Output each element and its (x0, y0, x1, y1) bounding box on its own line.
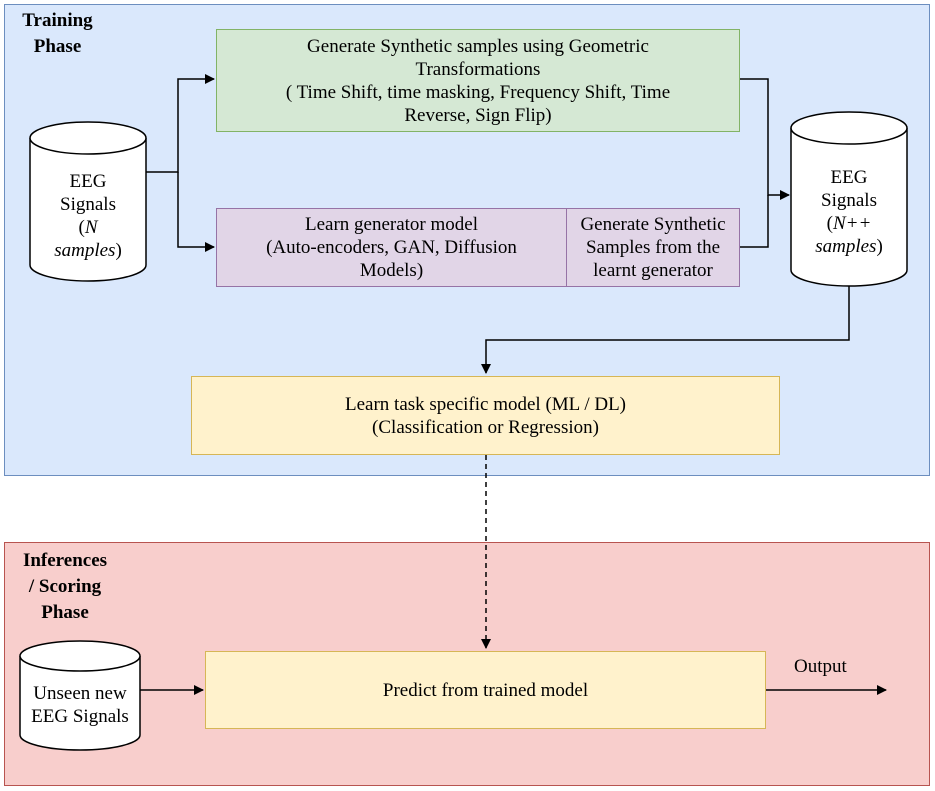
inference-title-line: / Scoring (28, 576, 102, 597)
eeg-input-paren: ) (115, 240, 122, 261)
eeg-output-line: Signals (821, 190, 877, 211)
connector-output-to-task (481, 286, 850, 374)
geometric-line: Generate Synthetic samples using Geometr… (307, 35, 649, 57)
geometric-transformations-box: Generate Synthetic samples using Geometr… (216, 29, 740, 132)
eeg-output-line: (N++ (815, 212, 883, 235)
eeg-output-count: N++ (833, 213, 872, 234)
geometric-line: Reverse, Sign Flip) (404, 104, 552, 126)
eeg-output-paren: ) (876, 236, 883, 257)
eeg-input-line: (N (54, 216, 122, 239)
learn-generator-text: Learn generator model (Auto-encoders, GA… (266, 214, 517, 281)
eeg-input-samples: samples (54, 240, 116, 261)
training-title-line: Training (22, 10, 93, 31)
unseen-eeg-text: Unseen new EEG Signals (31, 683, 129, 727)
connector-geometric-to-output (740, 78, 790, 200)
eeg-output-label: EEG Signals (N++ samples) (791, 148, 907, 276)
learn-task-model-text: Learn task specific model (ML / DL) (Cla… (344, 393, 627, 438)
eeg-output-paren: ( (826, 213, 833, 234)
geometric-line: ( Time Shift, time masking, Frequency Sh… (285, 81, 671, 103)
generate-synthetic-text: Generate Synthetic Samples from the lear… (580, 214, 726, 281)
eeg-output-line: samples) (815, 235, 883, 258)
geometric-line: Transformations (415, 58, 541, 80)
connector-input-to-geometric (146, 74, 215, 173)
eeg-input-paren: ( (78, 217, 85, 238)
unseen-eeg-label: Unseen new EEG Signals (20, 670, 140, 740)
eeg-output-samples: samples (815, 236, 877, 257)
eeg-input-line: samples) (54, 239, 122, 262)
learn-generator-box: Learn generator model (Auto-encoders, GA… (216, 208, 567, 287)
inference-phase-title: Inferences / Scoring Phase (10, 548, 120, 626)
eeg-output-database-icon (790, 111, 908, 287)
inference-title-line: Inferences (22, 550, 108, 571)
learn-task-model-box: Learn task specific model (ML / DL) (Cla… (191, 376, 780, 455)
inference-title-line: Phase (41, 602, 89, 623)
training-phase-title: Training Phase (10, 8, 105, 60)
predict-model-box: Predict from trained model (205, 651, 766, 729)
predict-model-text: Predict from trained model (382, 679, 589, 701)
eeg-input-count: N (84, 217, 98, 238)
eeg-input-line: Signals (60, 194, 116, 215)
eeg-input-line: EEG (69, 171, 107, 192)
training-title-line: Phase (33, 36, 82, 57)
connector-generator-to-output (740, 195, 769, 248)
output-label: Output (794, 656, 847, 677)
eeg-input-database-icon (29, 121, 147, 282)
connector-input-to-generator (177, 172, 215, 252)
unseen-eeg-database-icon (19, 640, 141, 751)
eeg-output-line: EEG (830, 167, 868, 188)
generate-synthetic-box: Generate Synthetic Samples from the lear… (566, 208, 740, 287)
eeg-input-label: EEG Signals (N samples) (30, 158, 146, 274)
